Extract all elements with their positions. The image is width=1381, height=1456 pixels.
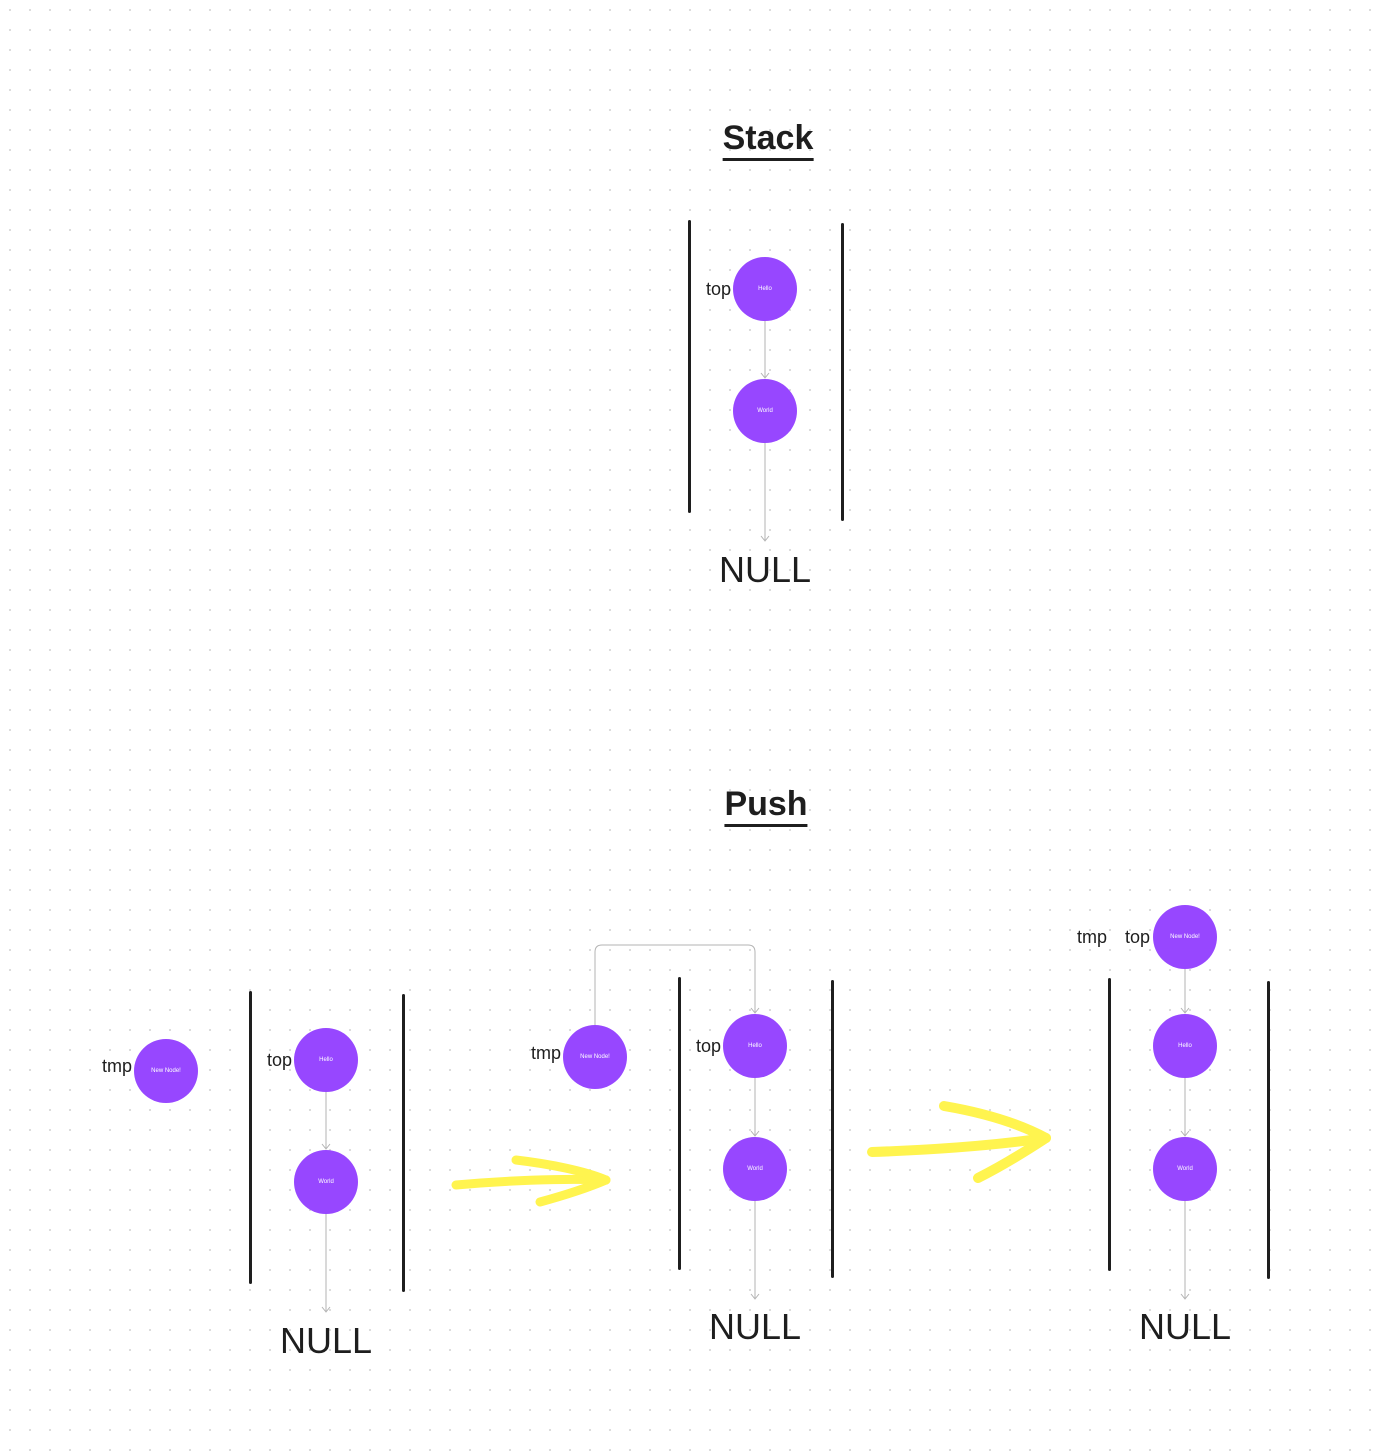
push2-null-label: NULL bbox=[708, 1306, 802, 1347]
push2-world-to-null-arrowhead bbox=[750, 1293, 760, 1300]
push1-top-pointer-label: top bbox=[267, 1050, 293, 1070]
push2-new-node: New Node! bbox=[563, 1025, 627, 1089]
stack-world-node: World bbox=[733, 379, 797, 443]
push1-null-label: NULL bbox=[279, 1320, 373, 1361]
push1-right-wall bbox=[402, 994, 405, 1292]
step-arrow-1 bbox=[451, 1155, 611, 1207]
push3-world-to-null-arrowhead bbox=[1180, 1293, 1190, 1300]
push3-null-label: NULL bbox=[1138, 1306, 1232, 1347]
push3-new-node: New Node! bbox=[1153, 905, 1217, 969]
push2-hello-node: Hello bbox=[723, 1014, 787, 1078]
push1-world-to-null-arrowhead bbox=[321, 1306, 331, 1313]
push2-tmp-to-hello-link bbox=[594, 944, 756, 1025]
stack-world-to-null-arrowhead bbox=[760, 535, 770, 542]
stack-hello-node: Hello bbox=[733, 257, 797, 321]
push3-left-wall bbox=[1108, 978, 1111, 1271]
push1-hello-to-world-arrowhead bbox=[321, 1143, 331, 1150]
stack-heading: Stack bbox=[722, 118, 814, 161]
push2-hello-to-world-arrowhead bbox=[750, 1130, 760, 1137]
push3-world-node: World bbox=[1153, 1137, 1217, 1201]
stack-top-pointer-label: top bbox=[706, 279, 732, 299]
push1-tmp-pointer-label: tmp bbox=[102, 1056, 133, 1076]
push1-new-node: New Node! bbox=[134, 1039, 198, 1103]
stack-hello-to-world-arrowhead bbox=[760, 372, 770, 379]
step-arrow-2 bbox=[867, 1101, 1051, 1183]
push2-left-wall bbox=[678, 977, 681, 1270]
push3-top-pointer-label: top bbox=[1125, 927, 1151, 947]
push2-world-node: World bbox=[723, 1137, 787, 1201]
push3-hello-to-world-arrowhead bbox=[1180, 1130, 1190, 1137]
push1-world-node: World bbox=[294, 1150, 358, 1214]
push2-top-pointer-label: top bbox=[696, 1036, 722, 1056]
push2-right-wall bbox=[831, 980, 834, 1278]
push2-tmp-to-hello-arrowhead bbox=[750, 1007, 760, 1014]
push3-hello-node: Hello bbox=[1153, 1014, 1217, 1078]
push2-tmp-pointer-label: tmp bbox=[531, 1043, 562, 1063]
push-heading: Push bbox=[724, 784, 808, 827]
push3-right-wall bbox=[1267, 981, 1270, 1279]
push1-left-wall bbox=[249, 991, 252, 1284]
push3-tmp-pointer-label: tmp bbox=[1077, 927, 1108, 947]
stack-right-wall bbox=[841, 223, 844, 521]
push1-hello-node: Hello bbox=[294, 1028, 358, 1092]
stack-left-wall bbox=[688, 220, 691, 513]
stack-null-label: NULL bbox=[718, 549, 812, 590]
push3-newnode-to-hello-arrowhead bbox=[1180, 1007, 1190, 1014]
